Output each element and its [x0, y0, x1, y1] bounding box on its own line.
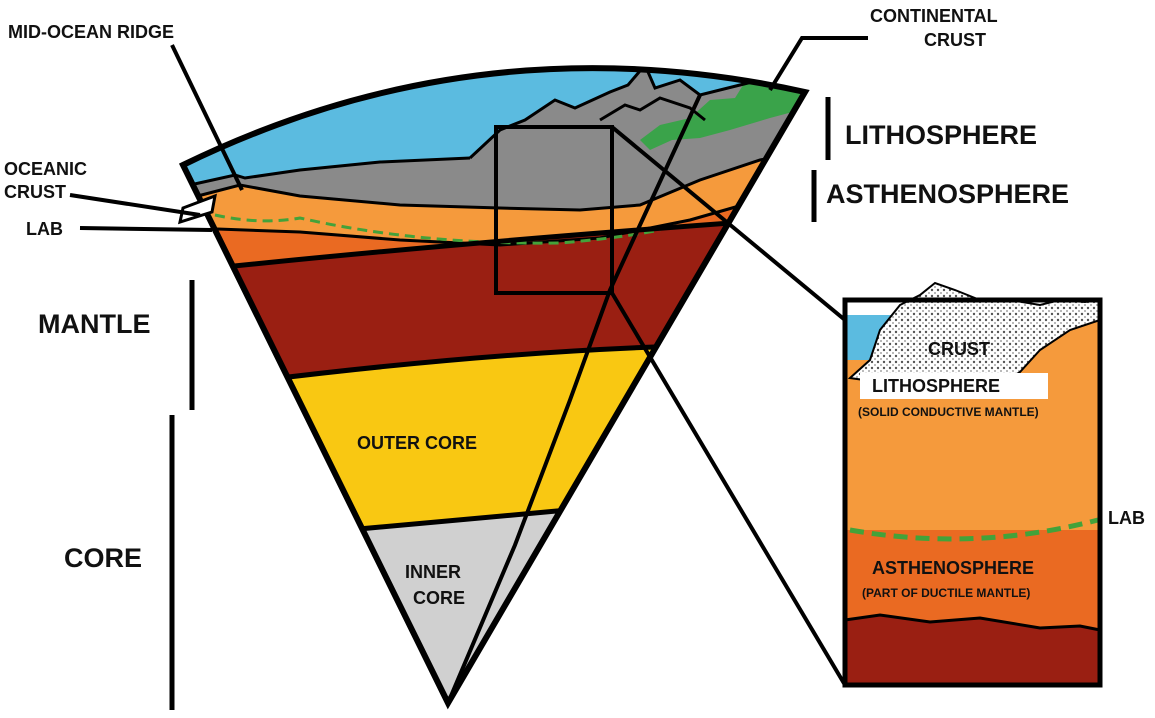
- mountain-outline: [468, 68, 761, 160]
- wedge-fold-line: [446, 94, 702, 704]
- inner-core-label-line2: CORE: [413, 588, 465, 608]
- lithosphere-label: LITHOSPHERE: [845, 120, 1037, 150]
- inset-lab-label: LAB: [1108, 508, 1145, 528]
- inset-frame: [842, 297, 1103, 688]
- wedge-outline: [178, 65, 810, 710]
- inset-lithosphere-label-bg: [860, 373, 1048, 399]
- continental-crust-pointer: [768, 36, 868, 92]
- lab-pointer: [79, 226, 213, 232]
- lab-dashed-line: [214, 213, 661, 245]
- zoom-connector-top: [610, 125, 847, 322]
- inset-mantle-line: [844, 613, 1101, 632]
- zoom-region-box: [494, 125, 614, 295]
- lab-label-left: LAB: [26, 219, 63, 239]
- oceanic-crust-label-line1: OCEANIC: [4, 159, 87, 179]
- mid-ocean-ridge-label: MID-OCEAN RIDGE: [8, 22, 174, 42]
- inset-asthenosphere: [845, 530, 1100, 630]
- inner-core-layer: [183, 498, 700, 704]
- asthenosphere-label: ASTHENOSPHERE: [826, 179, 1069, 209]
- inset-asthenosphere-label: ASTHENOSPHERE: [872, 558, 1034, 578]
- inset-panel: [842, 281, 1103, 688]
- oceanic-crust-lip: [177, 193, 217, 225]
- continental-crust-label-line1: CONTINENTAL: [870, 6, 998, 26]
- inset-lab-dashed-line: [849, 517, 1099, 542]
- core-label: CORE: [64, 543, 142, 573]
- outer-core-label: OUTER CORE: [357, 433, 477, 453]
- inset-lithosphere-note: (SOLID CONDUCTIVE MANTLE): [858, 405, 1039, 419]
- oceanic-crust-pointer: [69, 193, 201, 217]
- continental-crust-label-line2: CRUST: [924, 30, 986, 50]
- inset-lithosphere-label: LITHOSPHERE: [872, 376, 1000, 396]
- continent-green-patch: [640, 82, 800, 150]
- lithosphere-boundary: [189, 148, 805, 212]
- mid-ocean-ridge-pointer: [170, 44, 244, 191]
- ocean-floor-line: [189, 156, 471, 187]
- inset-asthenosphere-note: (PART OF DUCTILE MANTLE): [862, 586, 1030, 600]
- mantle-label: MANTLE: [38, 309, 150, 339]
- oceanic-crust-label-line2: CRUST: [4, 182, 66, 202]
- inner-core-label-line1: INNER: [405, 562, 461, 582]
- zoom-connector-bottom: [610, 291, 847, 687]
- inset-crust-label: CRUST: [928, 339, 990, 359]
- inset-mantle: [845, 615, 1100, 685]
